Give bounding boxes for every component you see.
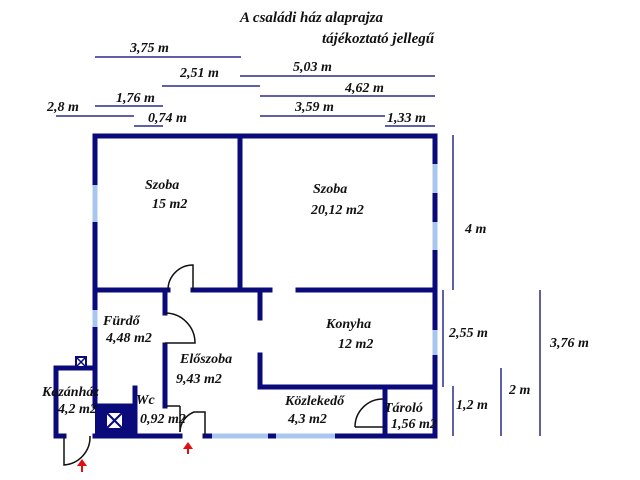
room-konyha-name: Konyha (325, 317, 371, 332)
room-eloszoba-name: Előszoba (179, 352, 232, 367)
doors (63, 264, 385, 466)
walls (53, 133, 438, 439)
room-kazanhaz-area: 4,2 m2 (57, 402, 97, 417)
entrance-arrow-icon (183, 442, 193, 454)
vent-icon (75, 356, 87, 368)
room-tarolo-area: 1,56 m2 (391, 417, 437, 432)
chimney-icon (106, 412, 123, 429)
room-kazanhaz-name: Kazánház (41, 385, 99, 400)
dim-4-62: 4,62 m (344, 81, 384, 96)
dim-2: 2 m (508, 383, 531, 398)
dim-2-51: 2,51 m (179, 66, 219, 81)
dim-3-75: 3,75 m (129, 41, 169, 56)
dim-2-55: 2,55 m (448, 326, 488, 341)
room-tarolo-name: Tároló (384, 401, 423, 416)
dim-3-76: 3,76 m (549, 336, 589, 351)
dim-3-59: 3,59 m (294, 100, 334, 115)
room-wc-name: Wc (136, 393, 155, 408)
dim-1-33: 1,33 m (387, 111, 426, 126)
room-eloszoba-area: 9,43 m2 (176, 372, 222, 387)
windows (92, 164, 438, 439)
title-line2: tájékoztató jellegű (322, 31, 435, 47)
room-kozlekedo-area: 4,3 m2 (287, 412, 327, 427)
room-szoba-2-name: Szoba (313, 182, 347, 197)
room-konyha-area: 12 m2 (338, 337, 373, 352)
dim-1-76: 1,76 m (116, 91, 155, 106)
dim-4: 4 m (464, 222, 487, 237)
entrance-arrow-icon (77, 459, 87, 472)
dim-2-8: 2,8 m (46, 100, 79, 115)
room-furdo-name: Fürdő (102, 314, 141, 329)
room-szoba-1-name: Szoba (145, 178, 179, 193)
room-wc-area: 0,92 m2 (140, 412, 186, 427)
vertical-dimension-lines (442, 135, 541, 436)
room-kozlekedo-name: Közlekedő (284, 394, 345, 409)
horizontal-dimension-lines (56, 56, 435, 127)
title-line1: A családi ház alaprajza (239, 10, 383, 26)
room-furdo-area: 4,48 m2 (105, 331, 152, 346)
dim-1-2: 1,2 m (456, 398, 488, 413)
dim-0-74: 0,74 m (148, 111, 187, 126)
dim-5-03: 5,03 m (293, 60, 332, 75)
room-szoba-1-area: 15 m2 (152, 197, 187, 212)
room-szoba-2-area: 20,12 m2 (310, 203, 364, 218)
